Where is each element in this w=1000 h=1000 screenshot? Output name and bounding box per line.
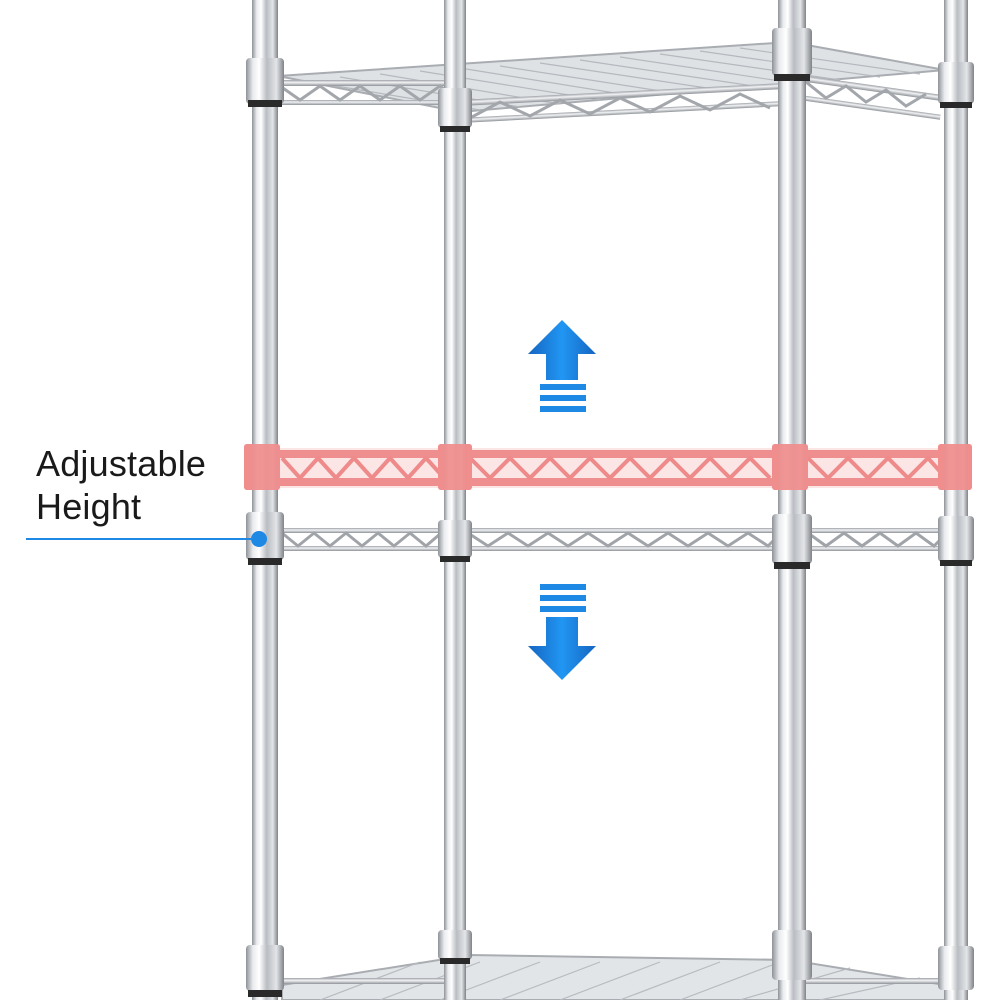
highlighted-shelf (244, 444, 972, 490)
callout-pointer (26, 531, 267, 547)
top-shelf (277, 40, 946, 123)
callout-label-line1: Adjustable (36, 443, 207, 484)
callout-label-line2: Height (36, 486, 142, 527)
bottom-shelf (281, 953, 946, 1000)
callout-label: Adjustable Height (36, 442, 206, 528)
post-front-right (772, 0, 812, 1000)
callout-dot-icon (251, 531, 267, 547)
arrow-up-icon (528, 320, 596, 412)
middle-shelf (280, 528, 944, 551)
post-back-right (938, 0, 974, 1000)
post-front-left (246, 0, 284, 1000)
highlighted-shelf-sleeves (244, 444, 972, 490)
arrow-down-icon (528, 584, 596, 680)
post-back-left (438, 0, 472, 1000)
